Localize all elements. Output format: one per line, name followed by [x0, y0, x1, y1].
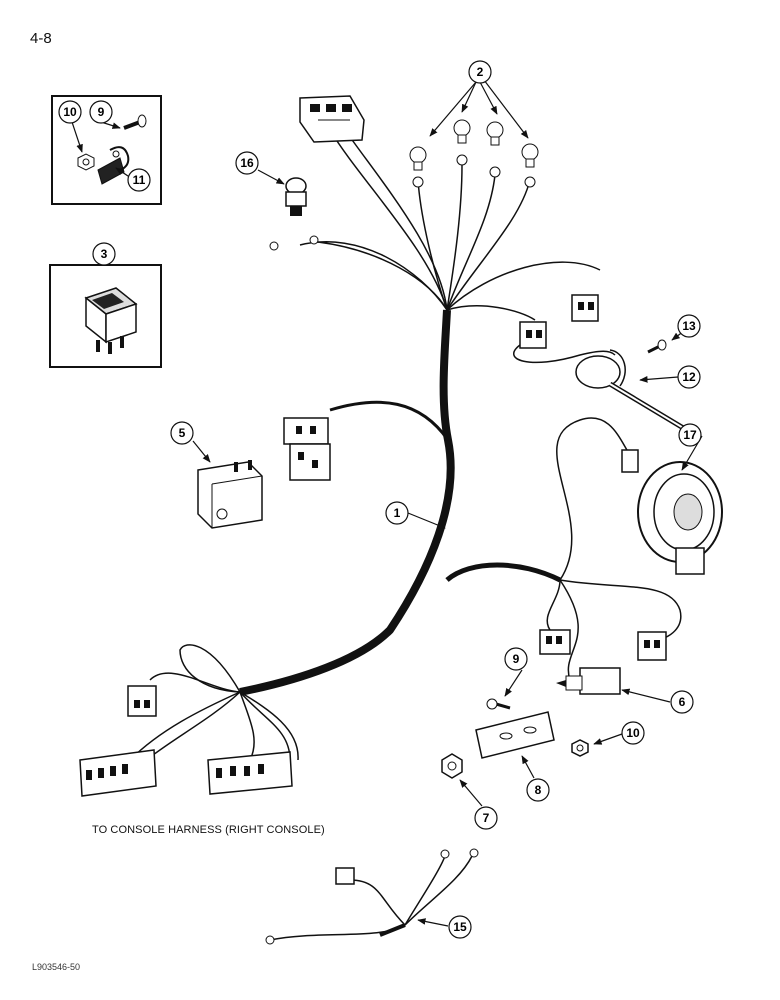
callout-labels: 2 3 16 5 1 17 12 13 6 9 10 8 7 15 10 9 1… — [63, 65, 697, 934]
plug-lower-right — [637, 631, 667, 661]
indicator-lamps — [409, 119, 539, 188]
sender-12 — [575, 349, 692, 435]
screw-13 — [647, 339, 667, 354]
callout-17: 17 — [683, 428, 697, 442]
callout-16: 16 — [240, 156, 254, 170]
inset-nut — [77, 153, 95, 171]
plug-lower-mid — [539, 629, 571, 655]
flasher-5 — [197, 460, 263, 529]
plug-mid-right — [519, 321, 547, 349]
callout-10-inset: 10 — [63, 105, 77, 119]
connector-small-left — [127, 685, 157, 717]
relay-socket — [283, 417, 331, 481]
callouts — [58, 60, 703, 939]
upper-connector — [299, 95, 365, 143]
callout-12: 12 — [682, 370, 696, 384]
lamp-1 — [409, 146, 427, 188]
bracket-8 — [475, 711, 555, 759]
ring-terminals-upper — [269, 235, 319, 251]
main-harness — [129, 129, 682, 766]
page-number: 4-8 — [30, 30, 52, 47]
horn-17 — [621, 449, 723, 575]
callout-3: 3 — [101, 247, 108, 261]
callout-2: 2 — [477, 65, 484, 79]
callout-11: 11 — [133, 173, 146, 187]
rocker-switch — [84, 287, 138, 354]
harness-caption: TO CONSOLE HARNESS (RIGHT CONSOLE) — [92, 824, 325, 836]
callout-9-inset: 9 — [98, 105, 105, 119]
callout-8: 8 — [535, 783, 542, 797]
inset-screw — [123, 114, 147, 130]
callout-1: 1 — [394, 506, 401, 520]
nut-10-lower — [571, 739, 589, 757]
callout-15: 15 — [453, 920, 467, 934]
callout-6: 6 — [679, 695, 686, 709]
plug-upper-right — [571, 294, 599, 322]
figure-code: L903546-50 — [32, 962, 81, 972]
jumper-harness-15 — [265, 848, 479, 945]
inset-rocker-switch-box — [49, 264, 162, 368]
inset-clip-box — [51, 95, 162, 205]
callout-10-lower: 10 — [626, 726, 640, 740]
callout-5: 5 — [179, 426, 186, 440]
clip-bracket — [97, 146, 130, 185]
connector-large-right — [207, 751, 293, 795]
callout-9-lower: 9 — [513, 652, 520, 666]
switch-6 — [556, 667, 621, 695]
lamp-2 — [453, 119, 471, 166]
connector-large-left — [79, 749, 157, 797]
callout-13: 13 — [682, 319, 696, 333]
lamp-3 — [486, 121, 504, 178]
pushbutton-16 — [285, 177, 307, 216]
screw-9-lower — [486, 698, 511, 710]
nut-7 — [441, 753, 463, 779]
lamp-4 — [521, 143, 539, 188]
callout-7: 7 — [483, 811, 490, 825]
